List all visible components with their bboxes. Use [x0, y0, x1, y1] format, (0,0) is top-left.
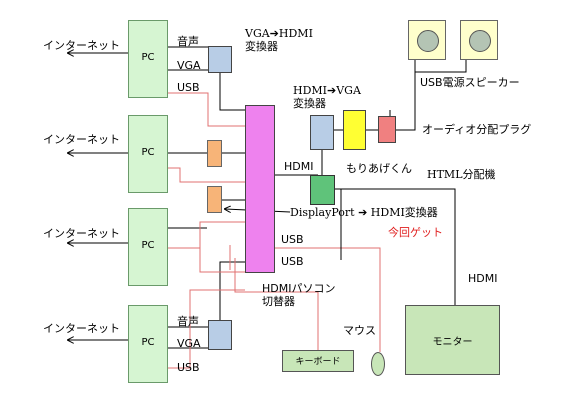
usb-label-1: USB — [177, 81, 200, 94]
adapter-orange-1 — [207, 140, 222, 167]
usb-cables — [167, 92, 381, 369]
pc-4: PC — [128, 305, 168, 383]
usb-speaker-right — [460, 20, 498, 60]
audio-splitter-plug — [378, 116, 396, 143]
adapter-orange-2 — [207, 186, 222, 213]
pc-3-label: PC — [141, 240, 155, 251]
vga-hdmi-label-line1: VGA➔HDMI — [245, 27, 313, 40]
vga-hdmi-converter-1 — [208, 46, 232, 73]
internet-label-4: インターネット — [43, 322, 120, 335]
black-cables — [167, 46, 467, 349]
audio-label-4: 音声 — [177, 315, 199, 328]
pc-4-label: PC — [141, 337, 155, 348]
usb-label-switch-1: USB — [281, 233, 304, 246]
internet-label-2: インターネット — [43, 133, 120, 146]
keyboard: キーボード — [282, 350, 354, 372]
audio-splitter-plug-label: オーディオ分配プラグ — [422, 123, 532, 136]
speaker-cone-icon — [417, 30, 439, 52]
mouse — [371, 352, 385, 376]
pc-2: PC — [128, 115, 168, 193]
hdmi-vga-label: HDMI➔VGA 変換器 — [293, 84, 361, 110]
displayport-hdmi-label: DisplayPort ➔ HDMI変換器 — [290, 206, 438, 219]
vga-hdmi-label: VGA➔HDMI 変換器 — [245, 27, 313, 53]
monitor: モニター — [405, 305, 500, 375]
monitor-label: モニター — [432, 337, 473, 348]
switch-label-line2: 切替器 — [262, 295, 295, 308]
hdmi-label-monitor: HDMI — [468, 272, 498, 285]
hdmi-vga-converter — [310, 115, 334, 150]
this-time-get-label: 今回ゲット — [388, 226, 443, 239]
pc-1: PC — [128, 20, 168, 98]
usb-label-4: USB — [177, 361, 200, 374]
pc-1-label: PC — [141, 52, 155, 63]
keyboard-label: キーボード — [295, 357, 341, 367]
hdmi-pc-switch — [245, 105, 275, 273]
internet-label-3: インターネット — [43, 227, 120, 240]
hdmi-label-splitter: HDMI — [284, 160, 314, 173]
hdmi-splitter — [310, 175, 335, 205]
usb-speaker-label: USB電源スピーカー — [420, 76, 520, 89]
pc-2-label: PC — [141, 147, 155, 158]
moriage-label: もりあげくん — [346, 162, 412, 175]
hdmi-vga-label-line2: 変換器 — [293, 97, 326, 110]
internet-arrows — [68, 53, 128, 340]
hdmi-vga-label-line1: HDMI➔VGA — [293, 84, 361, 97]
mouse-label: マウス — [343, 324, 376, 337]
vga-hdmi-converter-2 — [208, 320, 232, 350]
vga-hdmi-label-line2: 変換器 — [245, 40, 278, 53]
vga-label-1: VGA — [177, 59, 201, 72]
pc-3: PC — [128, 208, 168, 286]
internet-label-1: インターネット — [43, 39, 120, 52]
usb-speaker-left — [408, 20, 446, 60]
audio-label-1: 音声 — [177, 35, 199, 48]
switch-label: HDMIパソコン 切替器 — [262, 282, 335, 308]
html-splitter-label: HTML分配機 — [427, 168, 496, 181]
moriage-box — [343, 110, 366, 150]
usb-label-switch-2: USB — [281, 255, 304, 268]
vga-label-4: VGA — [177, 337, 201, 350]
speaker-cone-icon — [469, 30, 491, 52]
switch-label-line1: HDMIパソコン — [262, 282, 336, 295]
